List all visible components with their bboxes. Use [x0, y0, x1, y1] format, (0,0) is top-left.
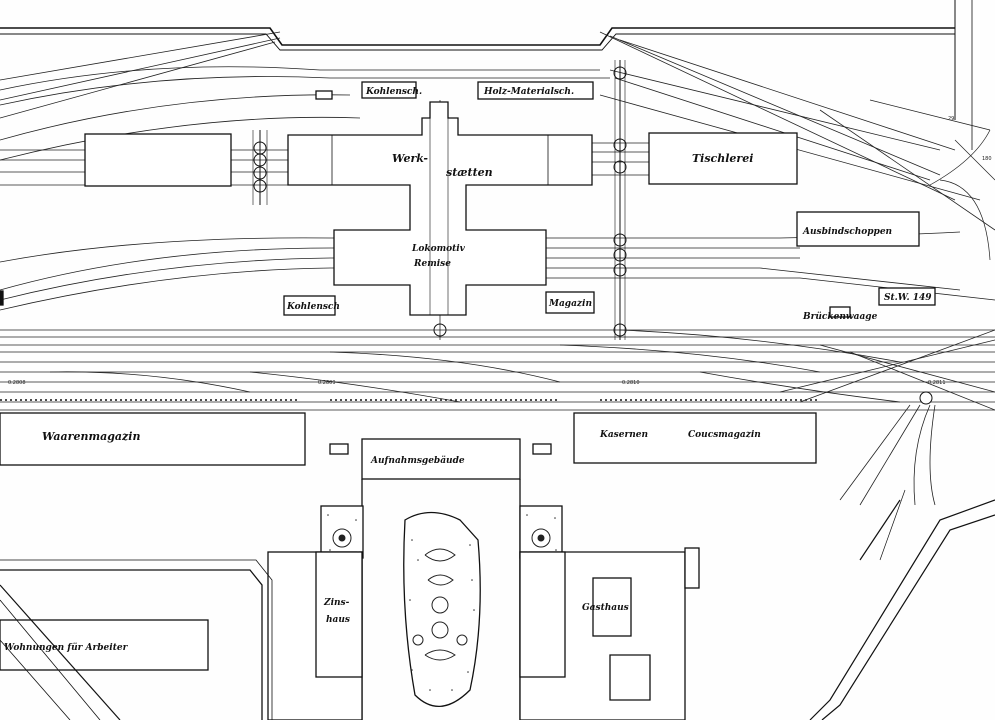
label-lokomotiv: Lokomotiv — [411, 244, 466, 254]
label-wohnungen: Wohnungen für Arbeiter — [4, 642, 129, 653]
lower-boundaries — [0, 489, 995, 720]
label-kasernen: Kasernen — [599, 430, 648, 440]
label-ausbindschoppen: Ausbindschoppen — [802, 227, 892, 237]
label-zins: Zins- — [323, 598, 350, 608]
label-tischlerei: Tischlerei — [692, 152, 753, 165]
garden-ornament — [332, 528, 551, 661]
label-gasthaus: Gasthaus — [582, 603, 629, 613]
label-kohlensch-top: Kohlensch. — [365, 87, 422, 97]
buildings-upper — [0, 81, 936, 318]
label-staetten: stætten — [446, 166, 493, 179]
label-waarenmagazin: Waarenmagazin — [42, 430, 140, 443]
label-km-2: 0.2809 — [318, 380, 336, 386]
label-km-1: 0.2808 — [8, 380, 26, 386]
perimeter-outline — [0, 0, 973, 150]
buildings-lower — [0, 412, 817, 720]
label-km-3: 0.2810 — [622, 380, 640, 386]
label-brueckenwaage: Brückenwaage — [802, 311, 878, 322]
label-remise: Remise — [413, 259, 451, 269]
label-margin-29: 29 — [948, 116, 954, 122]
label-kohlensch-mid: Kohlensch — [286, 302, 340, 312]
stipple-dots — [327, 514, 557, 691]
label-aufnahmsgebaeude: Aufnahmsgebäude — [370, 455, 465, 466]
label-stw: St.W. 149 — [884, 293, 932, 303]
label-magazin: Magazin — [548, 299, 592, 309]
label-km-4: 0.2811 — [928, 380, 946, 386]
label-coucsmagazin: Coucsmagazin — [688, 430, 761, 440]
labels: Kohlensch. Holz-Materialsch. Werk- stætt… — [4, 87, 992, 653]
label-haus: haus — [326, 615, 350, 625]
label-werk: Werk- — [392, 152, 428, 165]
label-holz-materialsch: Holz-Materialsch. — [483, 87, 574, 97]
label-margin-180: 180 — [982, 156, 992, 162]
